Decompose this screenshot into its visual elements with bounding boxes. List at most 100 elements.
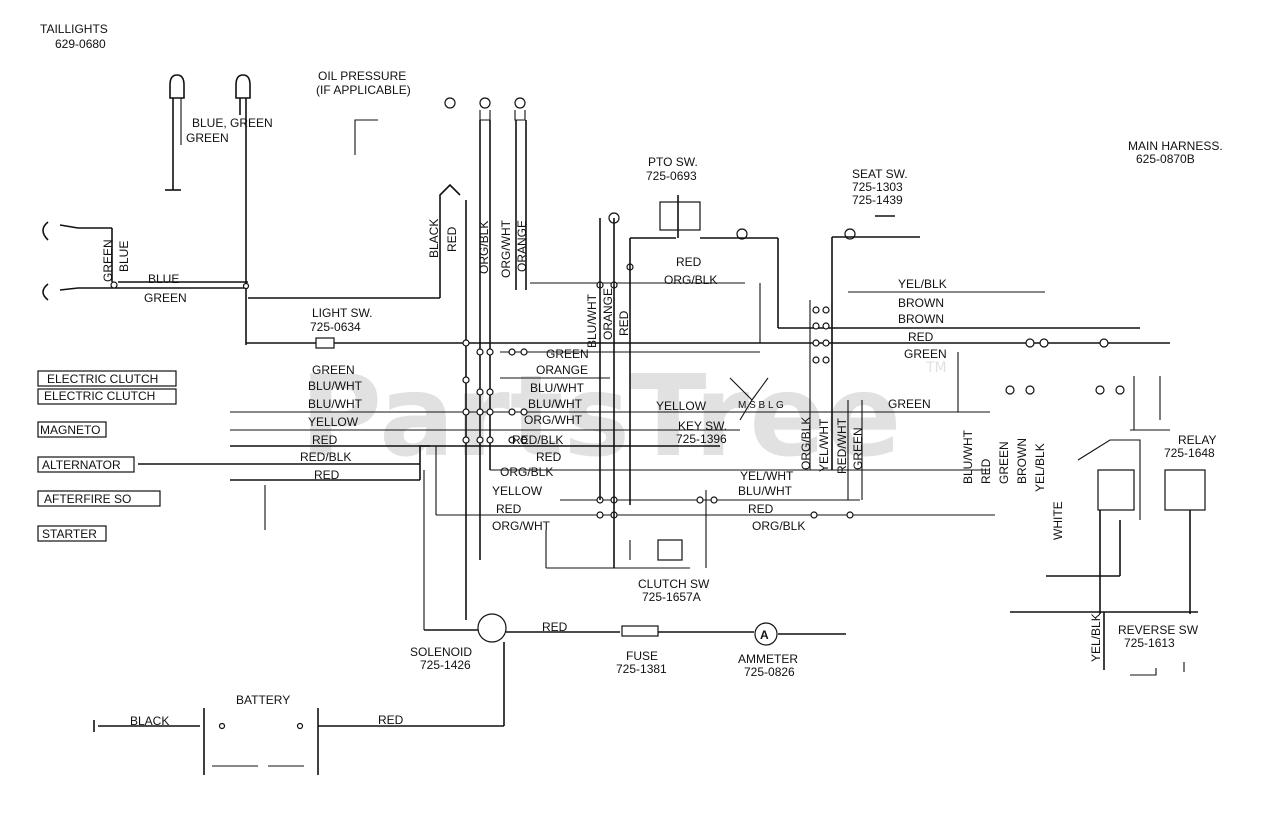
label-green-vertical: GREEN [101,239,115,282]
label-bluwht-center-1: BLU/WHT [530,381,585,395]
label-yelblk-reverse: YEL/BLK [1089,613,1103,662]
label-orgwht-center: ORG/WHT [524,413,583,427]
label-red-vertical-center: RED [617,310,631,336]
label-brown-right-1: BROWN [898,296,944,310]
ammeter-name: AMMETER [738,652,798,666]
key-switch-symbol-icon [729,377,769,421]
label-green-right: GREEN [904,347,947,361]
reverse-switch: REVERSE SW 725-1613 YEL/BLK [1089,612,1199,676]
battery: BATTERY BLACK RED [93,693,504,775]
pto-switch: PTO SW. 725-0693 RED ORG/BLK [630,155,779,343]
key-lower-labels: YEL/WHT BLU/WHT RED ORG/BLK [696,469,854,533]
label-yellow-key: YELLOW [656,399,707,413]
fuse-part: 725-1381 [616,662,667,676]
key-sw-terminals: M S B L G [738,400,784,411]
left-harness-labels: GREEN BLU/WHT BLU/WHT YELLOW RED RED/BLK… [300,363,363,482]
main-harness-name: MAIN HARNESS. [1128,139,1223,153]
key-sw-part: 725-1396 [676,432,727,446]
taillights-part: 629-0680 [55,37,106,51]
label-red-battery: RED [378,713,404,727]
connector-label-electric-clutch-1: ELECTRIC CLUTCH [47,372,158,386]
label-black-battery: BLACK [130,714,169,728]
solenoid-part: 725-1426 [420,658,471,672]
label-redblk-left: RED/BLK [300,450,351,464]
label-orgwht-lower: ORG/WHT [492,519,551,533]
main-harness-lines [138,282,995,631]
label-brown-relay: BROWN [1015,438,1029,484]
label-yellow-left: YELLOW [308,415,359,429]
label-orgblk-keylower: ORG/BLK [752,519,805,533]
key-verticals: ORG/BLK YEL/WHT RED/WHT GREEN [799,300,865,500]
clutch-switch: CLUTCH SW 725-1657A [629,490,710,604]
pto-sw-name: PTO SW. [648,155,698,169]
right-harness: YEL/BLK BROWN BROWN RED GREEN GREEN [778,277,1140,412]
light-sw-part: 725-0634 [310,320,361,334]
label-red-pto: RED [676,255,702,269]
label-orange-vertical: ORANGE [515,220,529,272]
label-black-vertical: BLACK [427,219,441,258]
taillights: TAILLIGHTS 629-0680 BLUE, GREEN GREEN [40,22,273,345]
label-orange-center: ORANGE [536,363,588,377]
power-line: SOLENOID 725-1426 RED FUSE 725-1381 A AM… [410,613,846,726]
label-red-center: RED [536,450,562,464]
seat-sw-part-2: 725-1439 [852,193,903,207]
key-sw-name: KEY SW. [678,419,727,433]
label-red-right: RED [908,330,934,344]
label-redblk-center: RED/BLK [512,433,563,447]
label-yelwht-lower: YEL/WHT [740,469,794,483]
label-bluwht-center-2: BLU/WHT [528,397,583,411]
label-bluwht-vertical: BLU/WHT [585,293,599,348]
connector-label-afterfire-so: AFTERFIRE SO [44,492,131,506]
watermark: PartsTree TM [300,352,947,482]
connector-magneto [37,421,107,438]
label-green-horizontal: GREEN [144,291,187,305]
connector-electric-clutch-2 [37,388,177,405]
label-orgblk-key-vertical: ORG/BLK [799,417,813,470]
solenoid-name: SOLENOID [410,645,472,659]
connector-afterfire-so [37,490,161,507]
light-sw-name: LIGHT SW. [312,306,372,320]
clutch-sw-name: CLUTCH SW [638,577,710,591]
label-brown-right-2: BROWN [898,312,944,326]
label-blue-vertical: BLUE [117,241,131,272]
reverse-sw-part: 725-1613 [1124,636,1175,650]
label-blue-taillight: BLUE, GREEN [192,116,273,130]
connector-label-starter: STARTER [42,527,97,541]
connector-electric-clutch-1 [37,370,177,387]
label-orgblk-vertical: ORG/BLK [477,221,491,274]
relay-symbol-right-icon [1164,469,1206,511]
headlight-upper-icon [42,221,49,241]
connector-label-electric-clutch-2: ELECTRIC CLUTCH [44,389,155,403]
label-orange-vertical-center: ORANGE [601,288,615,340]
oil-pressure-switch: OIL PRESSURE (IF APPLICABLE) [316,69,526,155]
label-yelwht-key-vertical: YEL/WHT [817,418,831,472]
label-green-key-vertical: GREEN [851,427,865,470]
label-bluwht-left-2: BLU/WHT [308,397,363,411]
light-switch-symbol-icon [315,337,335,349]
label-orgblk-center: ORG/BLK [500,465,553,479]
connector-alternator [37,456,135,473]
oil-pressure-note: (IF APPLICABLE) [316,83,411,97]
seat-sw-part-1: 725-1303 [852,180,903,194]
label-red-keylower: RED [748,502,774,516]
relay-symbol-left-icon [1097,469,1135,511]
label-orgblk-pto: ORG/BLK [664,273,717,287]
label-red-solenoid: RED [542,620,568,634]
headlights: GREEN BLUE BLUE GREEN [42,221,250,305]
solenoid-symbol-icon [477,613,507,643]
label-bluwht-relay: BLU/WHT [961,429,975,484]
relay-part: 725-1648 [1164,446,1215,460]
oil-pressure-name: OIL PRESSURE [318,69,406,83]
key-switch: M S B L G KEY SW. 725-1396 YELLOW [656,377,784,446]
fuse-name: FUSE [626,649,658,663]
label-green-left: GREEN [312,363,355,377]
vertical-center-wires: BLU/WHT ORANGE RED [585,218,631,568]
clutch-switch-symbol-icon [657,539,683,561]
label-red-vertical: RED [445,226,459,252]
ammeter-symbol-icon [754,622,778,646]
connector-label-alternator: ALTERNATOR [42,458,121,472]
label-yelblk-relay: YEL/BLK [1033,443,1047,492]
label-redwht-key-vertical: RED/WHT [835,417,849,474]
battery-name: BATTERY [236,693,290,707]
